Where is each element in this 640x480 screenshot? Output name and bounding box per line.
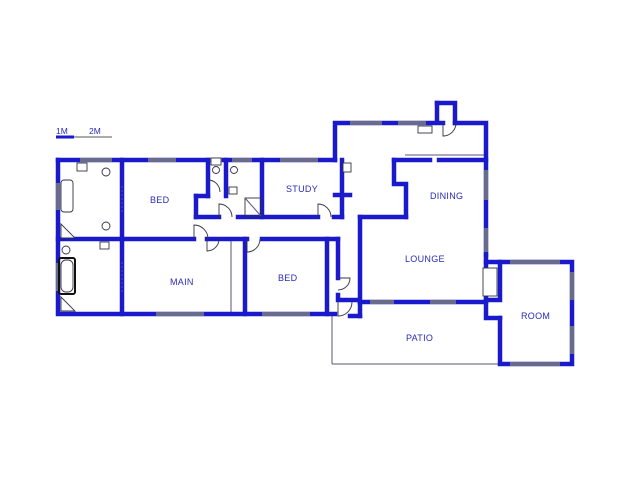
room-label-dining: DINING: [430, 191, 463, 201]
thin-lines: [230, 133, 501, 365]
room-label-bed: BED: [150, 195, 170, 205]
room-label-main: MAIN: [170, 277, 194, 287]
toilet-icon: [212, 166, 220, 174]
toilet-icon: [61, 245, 71, 255]
bathtub-icon: [60, 179, 74, 213]
basin-icon: [76, 162, 88, 172]
toilet-icon: [101, 221, 111, 231]
room-label-room: ROOM: [521, 311, 550, 321]
toilet-icon: [101, 167, 111, 177]
scale-label-1m: 1M: [56, 126, 68, 136]
fixtures: [58, 125, 498, 312]
walls: [55, 100, 575, 367]
scale-label-2m: 2M: [89, 126, 101, 136]
sink-icon: [417, 125, 433, 134]
room-labels: BED STUDY DINING LOUNGE MAIN BED ROOM PA…: [150, 184, 550, 343]
basin-icon: [228, 186, 238, 195]
room-label-patio: PATIO: [406, 333, 433, 343]
bathtub-icon: [60, 259, 74, 293]
toilet-icon: [230, 166, 238, 174]
fireplace-icon: [482, 267, 498, 297]
room-label-bed-2: BED: [278, 273, 298, 283]
shower-icon: [60, 295, 77, 312]
room-label-lounge: LOUNGE: [405, 254, 445, 264]
doors: [121, 122, 457, 317]
basin-icon: [99, 241, 110, 250]
scale-bar: 1M 2M: [56, 126, 112, 139]
shower-icon: [244, 197, 262, 217]
basin-icon: [210, 157, 222, 166]
stove-icon: [342, 162, 352, 173]
shower-icon: [60, 222, 77, 239]
room-label-study: STUDY: [286, 184, 318, 194]
